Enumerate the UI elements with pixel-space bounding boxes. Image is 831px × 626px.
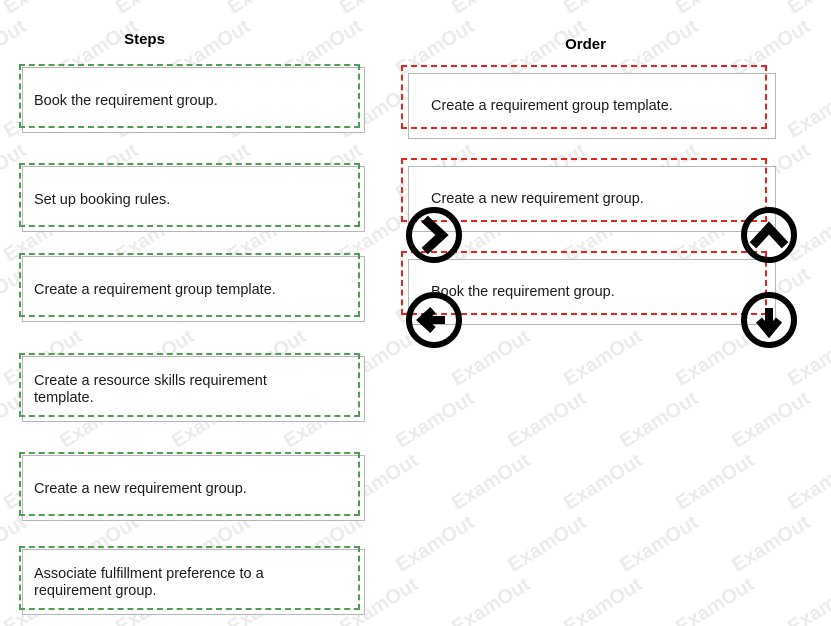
order-option-1[interactable]: Create a requirement group template.: [401, 65, 776, 139]
selection-outline: [401, 65, 767, 129]
order-option-3[interactable]: Book the requirement group.: [401, 251, 776, 325]
steps-option-2[interactable]: Set up booking rules.: [19, 163, 365, 232]
chevron-up-circle-icon: [741, 207, 797, 263]
steps-option-label: Associate fulfillment preference to a re…: [34, 566, 264, 599]
steps-option-label: Set up booking rules.: [34, 192, 171, 208]
steps-option-label: Create a requirement group template.: [34, 282, 276, 298]
steps-option-1[interactable]: Book the requirement group.: [19, 64, 365, 133]
steps-option-5[interactable]: Create a new requirement group.: [19, 452, 365, 521]
steps-option-6[interactable]: Associate fulfillment preference to a re…: [19, 546, 365, 615]
move-down-button[interactable]: [738, 289, 800, 351]
order-option-label: Create a new requirement group.: [431, 191, 644, 207]
move-up-button[interactable]: [738, 204, 800, 266]
steps-option-label: Create a new requirement group.: [34, 481, 247, 497]
chevron-right-circle-icon: [406, 207, 462, 263]
steps-option-3[interactable]: Create a requirement group template.: [19, 253, 365, 322]
arrow-down-circle-icon: [741, 292, 797, 348]
arrow-left-circle-icon: [406, 292, 462, 348]
steps-column-title: Steps: [124, 31, 165, 48]
order-option-label: Book the requirement group.: [431, 284, 615, 300]
steps-option-4[interactable]: Create a resource skills requirement tem…: [19, 353, 365, 422]
steps-option-label: Book the requirement group.: [34, 93, 218, 109]
order-column-title: Order: [565, 36, 606, 53]
order-option-label: Create a requirement group template.: [431, 98, 673, 114]
steps-option-label: Create a resource skills requirement tem…: [34, 373, 267, 406]
move-right-button[interactable]: [403, 204, 465, 266]
move-left-button[interactable]: [403, 289, 465, 351]
